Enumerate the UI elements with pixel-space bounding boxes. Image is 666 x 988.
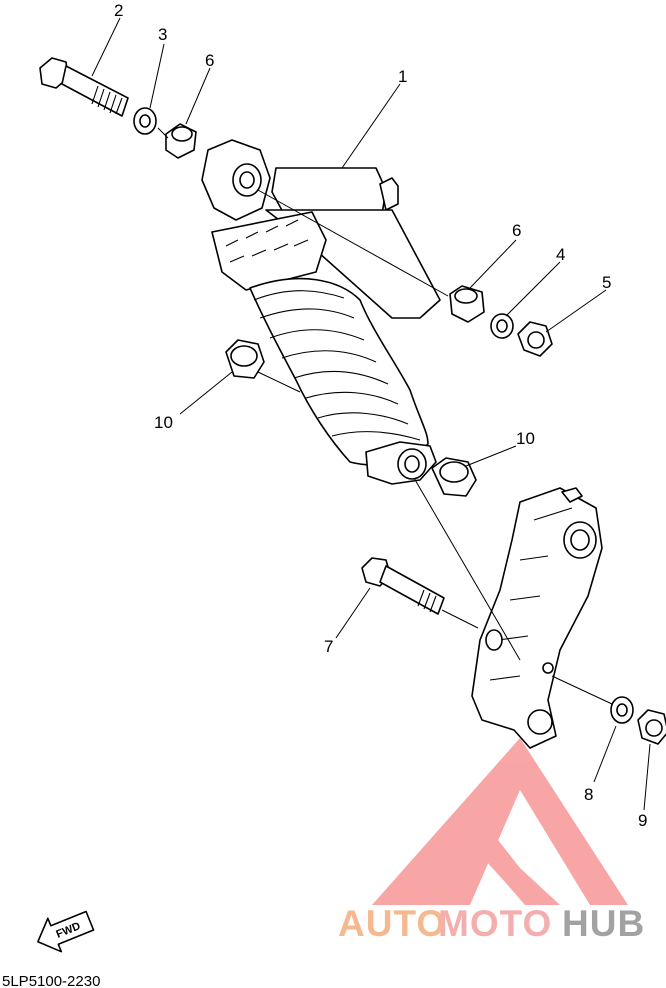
bolt-7-icon (361, 557, 445, 615)
washer-3-icon (133, 107, 157, 135)
callout-9: 9 (638, 811, 647, 830)
relay-arm-icon (471, 487, 603, 749)
nut-9-icon (637, 709, 666, 745)
callout-6-left: 6 (205, 51, 214, 70)
collar-6-right-icon (449, 285, 485, 323)
callout-6-right: 6 (512, 221, 521, 240)
callout-3: 3 (158, 25, 167, 44)
callout-2: 2 (114, 1, 123, 20)
rear-shock-absorber-icon (201, 139, 441, 485)
callout-10-left: 10 (154, 413, 173, 432)
callout-7: 7 (324, 637, 333, 656)
bushing-10-left-icon (225, 339, 265, 379)
watermark-moto: MOTO (438, 903, 552, 944)
watermark-logo-mark (372, 738, 628, 905)
callout-4: 4 (556, 245, 565, 264)
assembly-lines (157, 127, 613, 705)
callout-labels: 2 3 6 1 6 4 5 10 10 7 8 9 (114, 1, 647, 830)
collar-6-left-icon (165, 123, 197, 159)
washer-8-icon (610, 696, 634, 724)
callout-8: 8 (584, 785, 593, 804)
watermark-hub: HUB (562, 903, 645, 944)
bolt-2-icon (39, 57, 129, 117)
watermark-auto: AUTO (338, 903, 446, 944)
part-code: 5LP5100-2230 (2, 973, 100, 988)
callout-1: 1 (398, 67, 407, 86)
callout-10-right: 10 (516, 429, 535, 448)
washer-4-icon (490, 313, 514, 339)
fwd-arrow-icon: FWD (37, 910, 95, 953)
watermark-text: AUTO MOTO HUB (338, 903, 645, 944)
callout-leaders (91, 17, 651, 811)
nut-5-icon (517, 321, 553, 357)
callout-5: 5 (602, 273, 611, 292)
bushing-10-right-icon (431, 457, 477, 497)
